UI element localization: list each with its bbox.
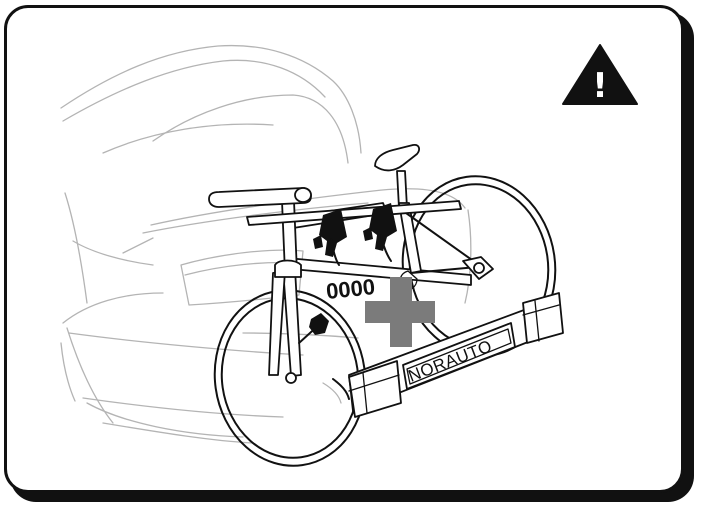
panel-frame: 0000 NORAUTO xyxy=(4,5,684,493)
light-bar: NORAUTO xyxy=(348,292,564,418)
warning-triangle-icon: ! xyxy=(562,44,638,106)
light-left xyxy=(348,360,402,418)
bicycle xyxy=(208,143,557,467)
saddle xyxy=(374,143,420,172)
license-plate-text: 0000 xyxy=(325,274,376,304)
cross-marker xyxy=(365,277,435,347)
brand-plate xyxy=(402,322,516,390)
bike-rack xyxy=(246,200,462,400)
warning-glyph: ! xyxy=(592,66,608,106)
illustration: 0000 NORAUTO xyxy=(60,44,638,467)
light-right xyxy=(522,292,564,344)
strap-left xyxy=(319,209,347,257)
strap-right xyxy=(369,203,397,251)
